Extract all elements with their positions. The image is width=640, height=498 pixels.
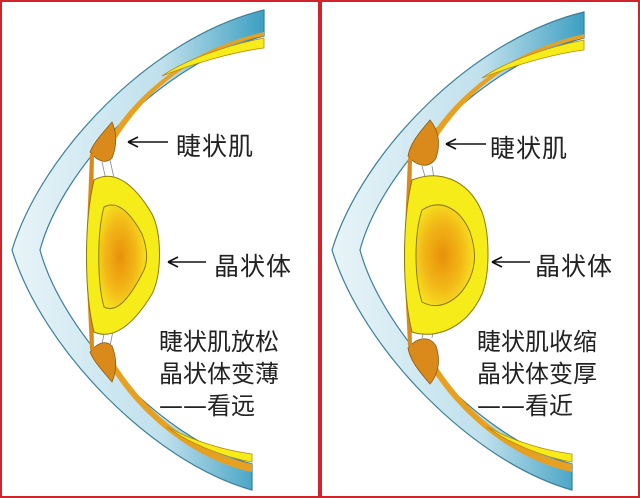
retina-bottom bbox=[166, 426, 253, 463]
caption: 睫状肌放松 晶状体变薄 ——看远 bbox=[159, 326, 279, 422]
lens-nucleus bbox=[98, 204, 147, 310]
zonule-fibers bbox=[421, 165, 435, 339]
retina-top bbox=[481, 39, 585, 79]
caption-line: 晶状体变厚 bbox=[477, 360, 597, 388]
caption-line: ——看近 bbox=[477, 392, 573, 420]
choroid-bottom bbox=[106, 360, 252, 472]
ciliary-muscle-bottom bbox=[89, 342, 117, 383]
ciliary-muscle-label: 睫状肌 bbox=[176, 132, 255, 161]
arrow-lens bbox=[167, 256, 206, 268]
caption-line: 晶状体变薄 bbox=[159, 360, 279, 388]
ciliary-muscle-top bbox=[89, 121, 117, 162]
retina-bottom bbox=[486, 426, 573, 463]
arrow-lens bbox=[491, 256, 530, 268]
retina-top bbox=[161, 37, 265, 77]
ciliary-muscle-bottom bbox=[407, 338, 439, 385]
caption-line: 睫状肌收缩 bbox=[477, 328, 597, 356]
caption-line: 睫状肌放松 bbox=[159, 328, 279, 356]
lens-nucleus bbox=[415, 204, 475, 307]
arrow-ciliary bbox=[445, 138, 486, 150]
choroid-bottom bbox=[426, 360, 572, 472]
panel-relaxed: 睫状肌 晶状体 睫状肌放松 晶状体变薄 ——看远 bbox=[0, 0, 320, 498]
ciliary-muscle-top bbox=[407, 119, 439, 166]
arrow-ciliary bbox=[127, 136, 168, 148]
lens-label: 晶状体 bbox=[214, 252, 293, 281]
caption-line: ——看远 bbox=[159, 392, 255, 420]
ciliary-muscle-label: 睫状肌 bbox=[490, 134, 569, 163]
panel-contracted: 睫状肌 晶状体 睫状肌收缩 晶状体变厚 ——看近 bbox=[320, 0, 640, 498]
caption: 睫状肌收缩 晶状体变厚 ——看近 bbox=[477, 326, 597, 422]
lens-label: 晶状体 bbox=[535, 252, 614, 281]
zonule-fibers bbox=[101, 159, 115, 347]
